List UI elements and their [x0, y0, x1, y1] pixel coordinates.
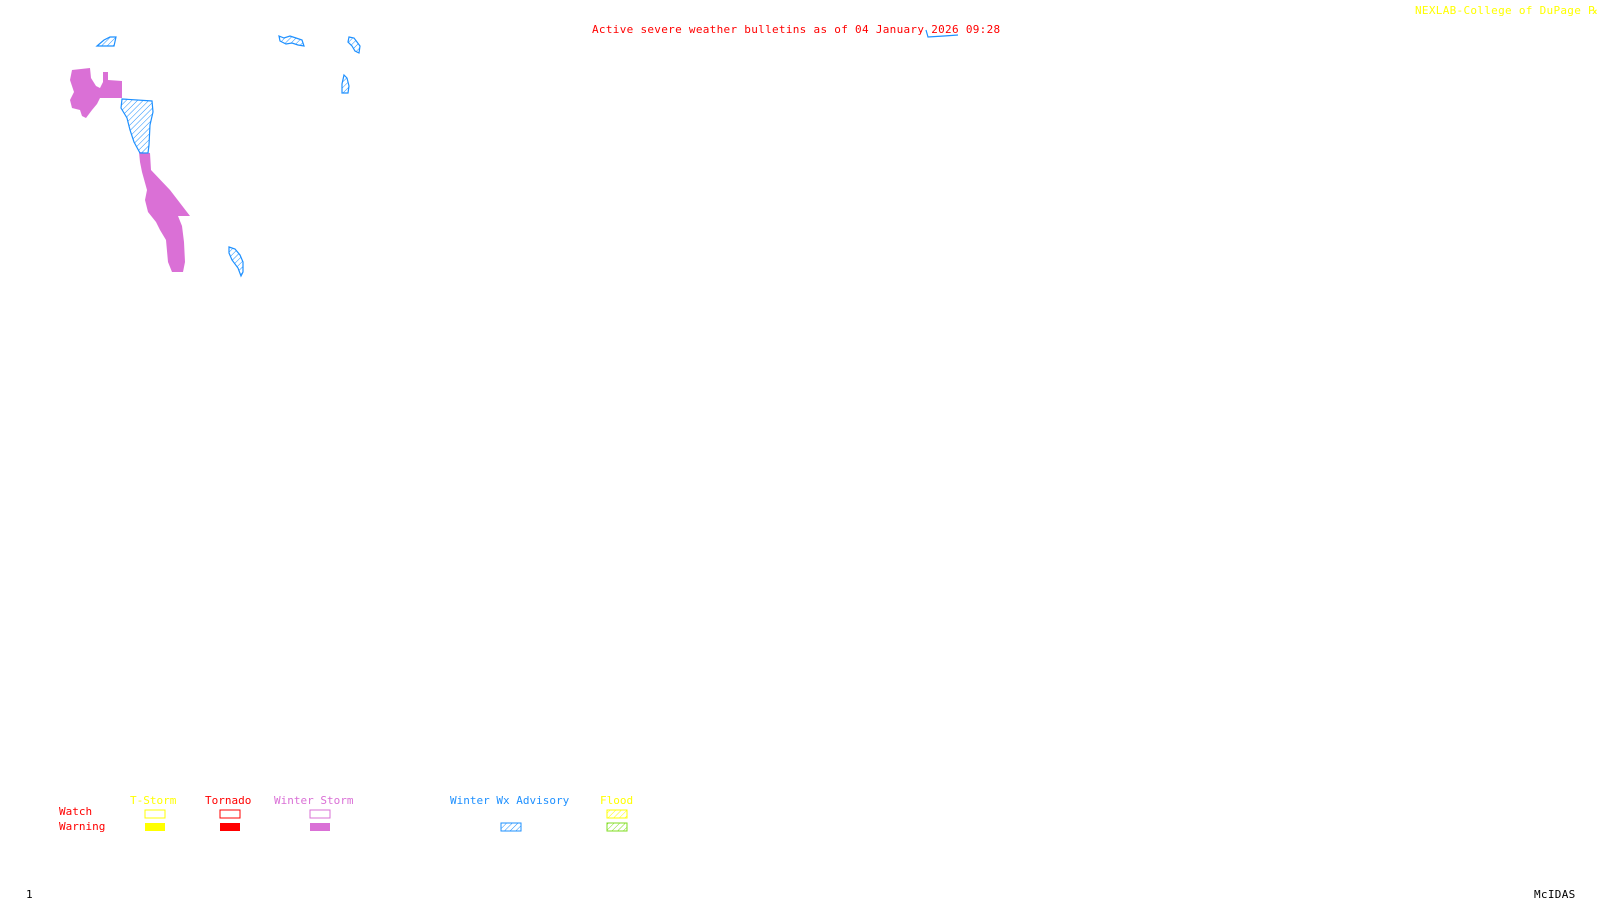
winter-storm-watch-swatch: [309, 809, 331, 819]
map-title: Active severe weather bulletins as of 04…: [592, 23, 1001, 36]
winter-wx-advisory-area: [120, 98, 154, 154]
legend-row-watch: Watch: [59, 805, 93, 818]
legend-header-winter-storm: Winter Storm: [274, 794, 354, 807]
legend-header-flood: Flood: [600, 794, 634, 807]
frame-number: 1: [26, 888, 33, 901]
winter-wx-advisory-warning-swatch: [500, 822, 522, 832]
winter-storm-warning-area: [139, 152, 190, 272]
winter-wx-advisory-area: [925, 29, 959, 38]
tornado-watch-swatch: [219, 809, 241, 819]
flood-watch-swatch: [606, 809, 628, 819]
legend-header-tstorm: T-Storm: [130, 794, 177, 807]
credit-label: NEXLAB-College of DuPage ℞: [1415, 4, 1599, 17]
winter-wx-advisory-area: [95, 36, 117, 47]
tstorm-warning-swatch: [145, 823, 165, 831]
tornado-warning-swatch: [220, 823, 240, 831]
software-label: McIDAS: [1534, 888, 1576, 901]
flood-warning-swatch: [606, 822, 628, 832]
winter-wx-advisory-area: [278, 35, 305, 47]
winter-storm-warning-swatch: [310, 823, 330, 831]
winter-wx-advisory-area: [347, 36, 361, 54]
winter-storm-warning-area: [70, 68, 122, 118]
winter-wx-advisory-area: [341, 73, 350, 94]
legend-row-warning: Warning: [59, 820, 106, 833]
winter-wx-advisory-area: [228, 246, 244, 278]
legend-header-tornado: Tornado: [205, 794, 252, 807]
legend-header-winter-wx-advisory: Winter Wx Advisory: [450, 794, 570, 807]
tstorm-watch-swatch: [144, 809, 166, 819]
